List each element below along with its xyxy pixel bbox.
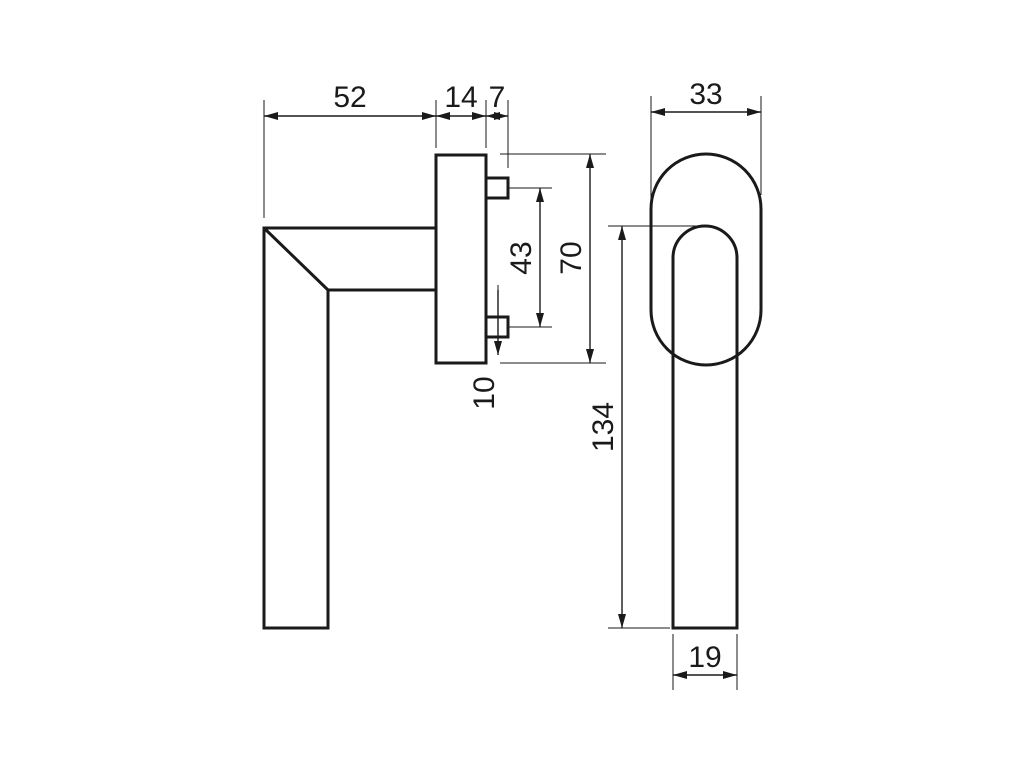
dim-134-label: 134 (587, 402, 620, 452)
dim-33-label: 33 (689, 78, 722, 111)
lower-pin (484, 315, 510, 339)
dimensions: 52 14 7 33 43 70 10 134 19 (263, 78, 762, 690)
dim-14-label: 14 (444, 81, 477, 114)
front-view (649, 152, 763, 630)
dim-19-label: 19 (688, 641, 721, 674)
rosette-front (649, 152, 763, 367)
handle-lever-front (671, 224, 739, 630)
handle-lever-side (262, 226, 438, 630)
upper-pin (484, 176, 510, 200)
dim-43-label: 43 (505, 241, 538, 274)
handle-bevel-line (262, 226, 330, 292)
rosette-plate (434, 153, 488, 365)
dim-7-label: 7 (489, 81, 506, 114)
dim-10-label: 10 (468, 376, 501, 409)
dim-70-label: 70 (555, 241, 588, 274)
dim-52-label: 52 (333, 81, 366, 114)
